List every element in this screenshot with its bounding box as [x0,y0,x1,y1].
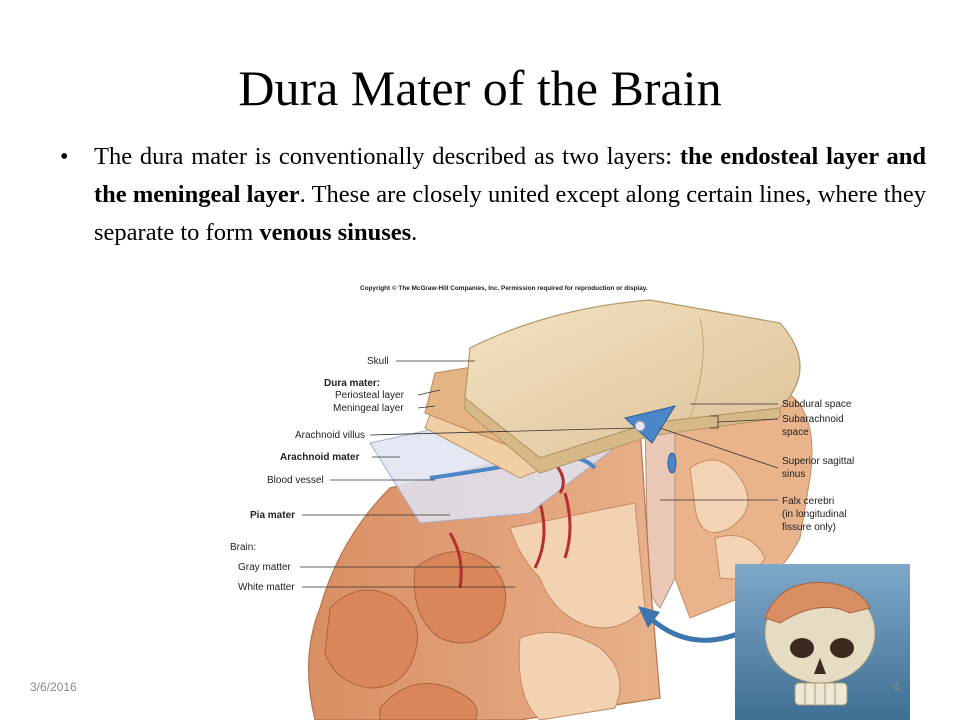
skull-inset-image [735,564,910,720]
dura-mater-figure: Copyright © The McGraw-Hill Companies, I… [220,278,920,720]
brain-meninges-illustration: Copyright © The McGraw-Hill Companies, I… [230,284,910,720]
label-dura-mater: Dura mater: [324,378,380,389]
label-gray-matter: Gray matter [238,562,291,573]
label-arachnoid-mater: Arachnoid mater [280,452,360,463]
footer-date: 3/6/2016 [30,680,77,694]
label-falx-cerebri-3: fissure only) [782,522,836,533]
arachnoid-villus [634,420,646,432]
bullet-text: The dura mater is conventionally describ… [94,138,926,252]
label-meningeal-layer: Meningeal layer [333,403,404,414]
bullet-marker: • [60,144,69,170]
slide-title: Dura Mater of the Brain [238,60,722,116]
label-subdural-space: Subdural space [782,399,852,410]
label-arachnoid-villus: Arachnoid villus [295,430,365,441]
curved-arrow-icon [648,616,741,643]
gray-matter [324,589,418,689]
label-white-matter: White matter [238,582,295,593]
label-subarachnoid-space-1: Subarachnoid [782,414,844,425]
bullet-bold-layers: the endosteal layer and the meningeal la… [94,143,926,208]
bullet-text-part-1: The dura mater is conventionally describ… [94,143,680,170]
label-subarachnoid-space-2: space [782,427,809,438]
figure-copyright: Copyright © The McGraw-Hill Companies, I… [360,284,648,292]
bullet-text-part-2: . These are closely united except along … [94,181,926,246]
label-falx-cerebri-1: Falx cerebri [782,496,834,507]
label-brain: Brain: [230,542,256,553]
label-periosteal-layer: Periosteal layer [335,390,405,401]
label-blood-vessel: Blood vessel [267,475,324,486]
skull-plate [464,299,801,459]
label-skull: Skull [367,356,389,367]
label-falx-cerebri-2: (in longitudinal [782,509,847,520]
footer-page-number: 4 [893,680,900,694]
label-superior-sagittal-sinus-1: Superior sagittal [782,456,854,467]
pia-mater-vessels [448,492,572,589]
bullet-bold-venous-sinuses: venous sinuses [259,219,412,246]
label-superior-sagittal-sinus-2: sinus [782,469,805,480]
label-pia-mater: Pia mater [250,510,295,521]
bullet-text-part-3: . [411,219,418,246]
